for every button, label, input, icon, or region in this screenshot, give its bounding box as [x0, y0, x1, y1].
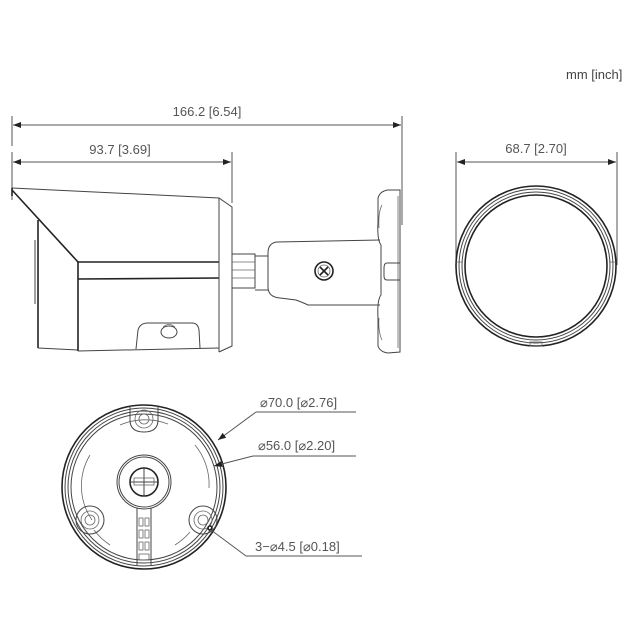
front-diameter-label: 68.7 [2.70] — [505, 141, 566, 156]
side-view: 166.2 [6.54] 93.7 [3.69] — [11, 104, 403, 354]
front-view: 68.7 [2.70] — [455, 141, 618, 347]
bracket-arm — [267, 239, 381, 306]
body-length-label: 93.7 [3.69] — [89, 142, 150, 157]
inner-diameter-callout: ⌀56.0 [⌀2.20] — [213, 438, 356, 467]
screw-hole-top — [129, 406, 159, 433]
outer-diameter-callout: ⌀70.0 [⌀2.76] — [217, 395, 356, 441]
connector-nut — [231, 253, 268, 291]
overall-length-dimension: 166.2 [6.54] — [11, 104, 403, 225]
screw-hole-left — [75, 505, 105, 535]
base-plate — [61, 404, 227, 570]
body-length-dimension: 93.7 [3.69] — [11, 142, 233, 203]
outer-diameter-label: ⌀70.0 [⌀2.76] — [260, 395, 337, 410]
camera-body-side — [11, 187, 233, 353]
inner-diameter-label: ⌀56.0 [⌀2.20] — [258, 438, 335, 453]
front-lens-rings — [455, 185, 617, 347]
overall-length-label: 166.2 [6.54] — [173, 104, 242, 119]
holes-label: 3−⌀4.5 [⌀0.18] — [255, 539, 340, 554]
channel-ribs — [138, 517, 150, 561]
units-label: mm [inch] — [566, 67, 622, 82]
holes-callout: 3−⌀4.5 [⌀0.18] — [210, 529, 362, 557]
base-view: ⌀70.0 [⌀2.76] ⌀56.0 [⌀2.20] 3−⌀4.5 [⌀0.1… — [61, 395, 362, 570]
screw-hole-right — [188, 505, 218, 535]
wall-mount-base-side — [377, 189, 401, 354]
